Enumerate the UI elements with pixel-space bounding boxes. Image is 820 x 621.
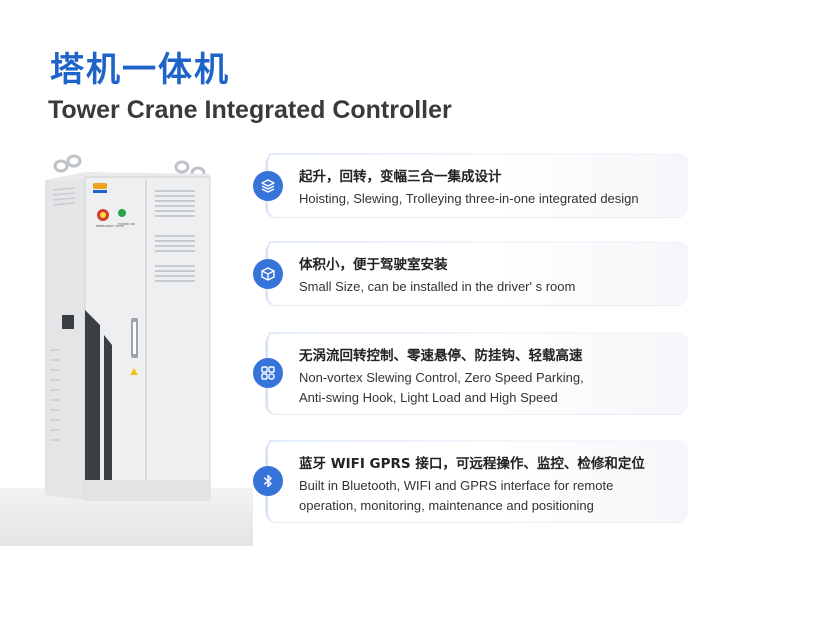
feature-card-integrated-design: 起升，回转，变幅三合一集成设计 Hoisting, Slewing, Troll… [253,153,688,217]
feature-card-small-size: 体积小，便于驾驶室安装 Small Size, can be installed… [253,241,688,305]
layers-icon [253,171,283,201]
page-title-chinese: 塔机一体机 [50,50,230,90]
feature-title: 起升，回转，变幅三合一集成设计 [299,169,502,185]
apps-grid-icon [253,358,283,388]
emergency-stop-label: EMERGENCY STOP [96,224,124,228]
feature-description: Hoisting, Slewing, Trolleying three-in-o… [299,191,639,206]
feature-description: Small Size, can be installed in the driv… [299,279,576,294]
feature-card-slewing-control: 无涡流回转控制、零速悬停、防挂钩、轻载高速 Non-vortex Slewing… [253,332,688,414]
feature-description: Non-vortex Slewing Control, Zero Speed P… [299,370,584,405]
power-on-label: POWER ON [118,222,135,226]
feature-title: 无涡流回转控制、零速悬停、防挂钩、轻载高速 [299,348,583,364]
page-title-english: Tower Crane Integrated Controller [48,96,452,124]
feature-title: 蓝牙 WIFI GPRS 接口，可远程操作、监控、检修和定位 [299,456,645,472]
control-cabinet-image: EMERGENCY STOP POWER ON [45,154,211,501]
cube-icon [253,259,283,289]
feature-description: Built in Bluetooth, WIFI and GPRS interf… [299,478,614,513]
bluetooth-icon [253,466,283,496]
feature-card-remote-interface: 蓝牙 WIFI GPRS 接口，可远程操作、监控、检修和定位 Built in … [253,440,688,522]
feature-title: 体积小，便于驾驶室安装 [299,257,448,273]
